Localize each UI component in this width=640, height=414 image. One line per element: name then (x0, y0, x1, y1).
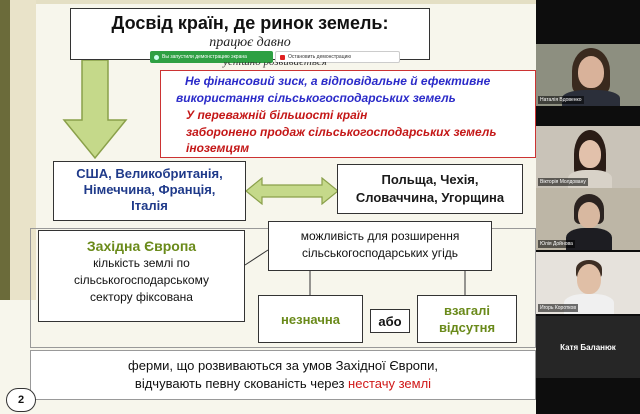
western-countries-text: США, Великобританія, Німеччина, Франція,… (54, 166, 245, 214)
stop-share-button[interactable]: Остановить демонстрацию (275, 51, 400, 63)
active-speaker-name: Катя Баланюк (560, 342, 616, 352)
eastern-countries-box: Польща, Чехія, Словаччина, Угорщина (337, 164, 523, 214)
western-countries-line: Німеччина, Франція, (83, 182, 216, 197)
farms-line-2-prefix: відчувають певну скованість через (134, 376, 349, 391)
absent-text: взагалі відсутня (418, 302, 516, 336)
participant-tile[interactable]: Наталія Вдовенко (536, 44, 640, 106)
farms-line-2: відчувають певну скованість через нестач… (31, 375, 535, 393)
participant-video-face (579, 140, 601, 168)
principle-box (160, 70, 536, 158)
minor-box: незначна (258, 295, 363, 343)
eastern-countries-line: Польща, Чехія, (381, 172, 479, 187)
slide-title: Досвід країн, де ринок земель: (111, 13, 389, 33)
possibility-line: сільськогосподарських угідь (301, 246, 459, 260)
western-countries-box: США, Великобританія, Німеччина, Франція,… (53, 161, 246, 221)
slide-cutoff-line: успішно розвивається (223, 62, 327, 68)
farms-line-1: ферми, що розвиваються за умов Західної … (128, 358, 438, 373)
double-arrow-icon (246, 177, 338, 205)
stop-icon (280, 54, 285, 60)
farms-box: ферми, що розвиваються за умов Західної … (30, 350, 536, 400)
western-europe-box: Західна Європа кількість землі по сільсь… (38, 230, 245, 322)
video-gallery: Наталія Вдовенко Вікторія Молдовану Юлія… (536, 0, 640, 414)
or-box: або (370, 309, 410, 333)
principle-line-2: використання сільськогосподарських земел… (176, 91, 456, 105)
slide-subtitle: працює давно (209, 35, 291, 50)
western-countries-line: Італія (131, 198, 168, 213)
or-text: або (378, 313, 402, 329)
participant-name: Игорь Коротков (538, 304, 578, 312)
participant-video-body (566, 228, 612, 250)
connector-lines (244, 249, 466, 295)
down-arrow-icon (62, 60, 128, 160)
absent-box: взагалі відсутня (417, 295, 517, 343)
western-countries-line: США, Великобританія, (76, 166, 223, 181)
eastern-countries-text: Польща, Чехія, Словаччина, Угорщина (338, 171, 522, 207)
western-europe-title: Західна Європа (86, 238, 197, 254)
stop-share-label: Остановить демонстрацию (288, 54, 352, 60)
presentation-slide: Досвід країн, де ринок земель: працює да… (0, 0, 536, 414)
participant-name: Юлія Дойнова (538, 240, 575, 248)
possibility-box: можливість для розширення сільськогоспод… (268, 221, 492, 271)
farms-line-2-highlight: нестачу землі (348, 376, 432, 391)
principle-line-5: іноземцям (186, 141, 250, 155)
absent-line: відсутня (438, 320, 496, 335)
screen-share-status: Вы запустили демонстрацию экрана (150, 51, 273, 63)
page-number: 2 (17, 394, 25, 406)
principle-line-1: Не фінансовий зиск, а відповідальне й еф… (185, 74, 491, 88)
principle-line-4: заборонено продаж сільськогосподарських … (186, 125, 497, 139)
slide-decoration-top (36, 0, 536, 4)
page-number-badge: 2 (6, 388, 36, 412)
participant-video-face (577, 264, 601, 294)
participant-name: Наталія Вдовенко (538, 96, 584, 104)
western-europe-line: сільськогосподарському (74, 273, 209, 287)
participant-video-face (578, 202, 600, 228)
absent-line: взагалі (443, 303, 491, 318)
possibility-text: можливість для розширення сільськогоспод… (269, 228, 491, 262)
western-europe-line: сектору фіксована (90, 290, 193, 304)
participant-name: Вікторія Молдовану (538, 178, 588, 186)
slide-decoration-band-light (10, 0, 36, 300)
active-speaker-tile[interactable]: Катя Баланюк (536, 316, 640, 378)
participant-video-face (578, 56, 604, 88)
participant-tile[interactable]: Игорь Коротков (536, 252, 640, 314)
participant-tile[interactable]: Юлія Дойнова (536, 188, 640, 250)
screen-share-bar: Вы запустили демонстрацию экрана Останов… (150, 51, 400, 63)
possibility-line: можливість для розширення (300, 229, 460, 243)
western-europe-line: кількість землі по (93, 256, 190, 270)
slide-decoration-band (0, 0, 10, 300)
share-screen-icon (154, 54, 159, 60)
principle-line-3: У переважній більшості країн (186, 108, 368, 122)
minor-text: незначна (281, 311, 340, 327)
western-europe-body: кількість землі по сільськогосподарськом… (39, 255, 244, 306)
screen-share-status-text: Вы запустили демонстрацию экрана (162, 54, 247, 60)
eastern-countries-line: Словаччина, Угорщина (355, 190, 505, 205)
participant-tile[interactable]: Вікторія Молдовану (536, 126, 640, 188)
